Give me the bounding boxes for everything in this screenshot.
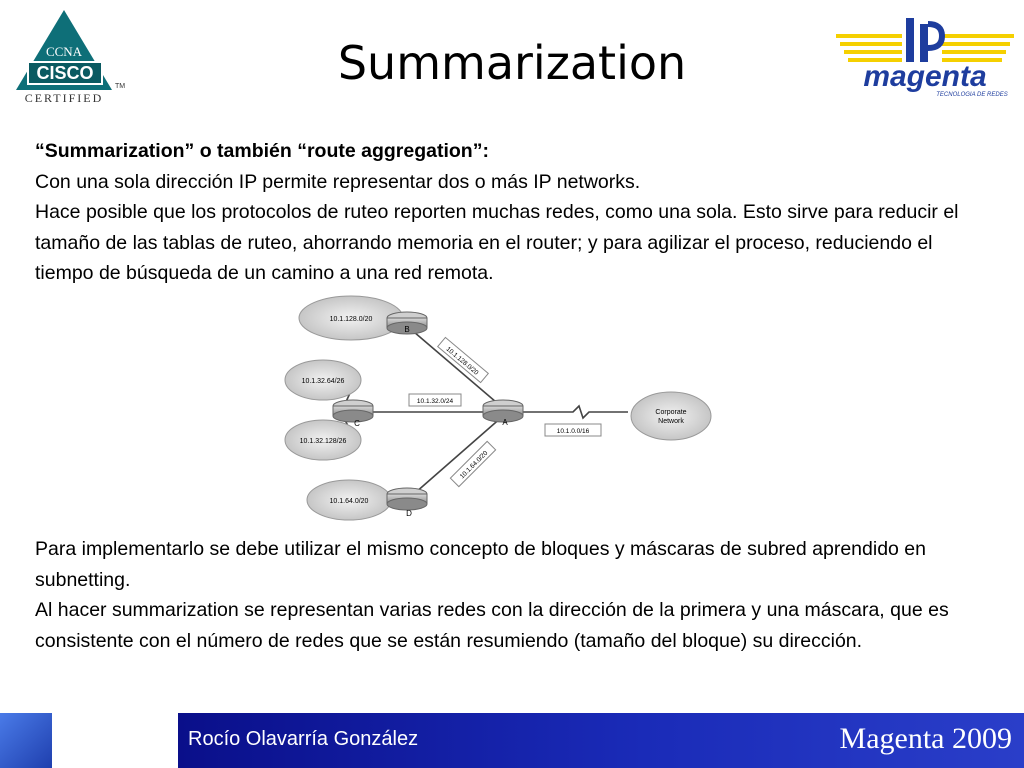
svg-text:CCNA: CCNA [46,44,83,59]
svg-text:B: B [404,325,409,334]
svg-text:Network: Network [658,418,684,425]
svg-text:10.1.0.0/16: 10.1.0.0/16 [557,428,590,435]
router-d-icon: D [386,487,428,518]
svg-text:CERTIFIED: CERTIFIED [25,91,104,105]
magenta-logo: magenta TECNOLOGIA DE REDES [836,18,1014,98]
paragraph-2: Hace posible que los protocolos de ruteo… [35,201,959,284]
lead-heading: “Summarization” o también “route aggrega… [35,140,489,162]
svg-text:C: C [354,419,360,428]
svg-text:10.1.32.128/26: 10.1.32.128/26 [300,438,347,445]
router-b-icon: B [386,311,428,335]
svg-text:TECNOLOGIA DE REDES: TECNOLOGIA DE REDES [936,92,1007,98]
svg-text:magenta: magenta [863,60,986,93]
cloud-c2: 10.1.32.128/26 [284,419,362,461]
page-title: Summarization [337,36,687,90]
svg-text:TM: TM [115,83,125,90]
svg-text:10.1.64.0/20: 10.1.64.0/20 [330,498,369,505]
footer-author: Rocío Olavarría González [188,728,419,750]
label-link-b-a: 10.1.128.0/20 [436,336,490,384]
label-link-c-a: 10.1.32.0/24 [408,393,462,407]
svg-text:Corporate: Corporate [655,409,686,416]
svg-text:10.1.32.64/26: 10.1.32.64/26 [302,378,345,385]
svg-text:10.1.32.0/24: 10.1.32.0/24 [417,398,454,405]
router-a-icon: A [482,399,524,427]
logo-mark [906,18,946,62]
svg-text:A: A [502,418,508,427]
paragraph-3: Para implementarlo se debe utilizar el m… [35,538,926,591]
footer-corner-block [0,713,52,768]
svg-text:10.1.128.0/20: 10.1.128.0/20 [330,316,373,323]
label-link-d-a: 10.1.64.0/20 [449,440,497,488]
cloud-corporate-network: Corporate Network [630,391,712,441]
paragraph-4: Al hacer summarization se representan va… [35,599,949,652]
router-c-icon: C [332,399,374,428]
label-link-corporate: 10.1.0.0/16 [544,423,602,437]
link-a-corporate [515,404,628,420]
logo-stripes [836,34,1014,62]
svg-text:D: D [406,509,412,518]
svg-text:CISCO: CISCO [36,63,93,83]
footer-brand: Magenta 2009 [839,722,1012,755]
cloud-c1: 10.1.32.64/26 [284,359,362,401]
implementation-text: Para implementarlo se debe utilizar el m… [35,534,965,656]
ccna-cisco-certified-logo: CCNA CISCO TM CERTIFIED [16,10,125,105]
intro-text: “Summarization” o también “route aggrega… [35,136,965,289]
summarization-network-diagram: 10.1.128.0/20 10.1.32.64/26 10.1.32.128/… [284,295,712,521]
footer-bar [178,713,1024,768]
cloud-d: 10.1.64.0/20 [306,479,392,521]
paragraph-1: Con una sola dirección IP permite repres… [35,170,641,193]
link-b-a [406,325,504,409]
link-d-a [406,415,504,501]
